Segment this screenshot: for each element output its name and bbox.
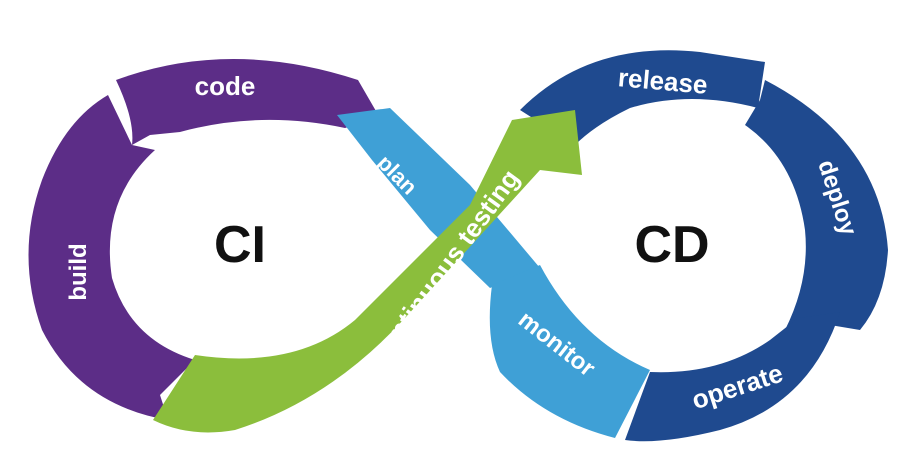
build-segment [28, 95, 195, 420]
build-label: build [65, 243, 92, 300]
monitor-segment [489, 265, 650, 438]
ci-label: CI [214, 216, 266, 274]
ci-loop [28, 59, 380, 420]
operate-segment [625, 312, 840, 442]
cd-label: CD [634, 216, 709, 274]
deploy-segment [745, 80, 888, 330]
code-label: code [195, 71, 256, 101]
plan-segment [337, 108, 540, 288]
cd-loop [520, 50, 888, 442]
plan-monitor-band [337, 108, 650, 438]
code-segment [116, 59, 380, 145]
continuous-testing-band [153, 110, 582, 433]
continuous-testing-arrow [153, 110, 582, 433]
release-segment [520, 50, 765, 146]
